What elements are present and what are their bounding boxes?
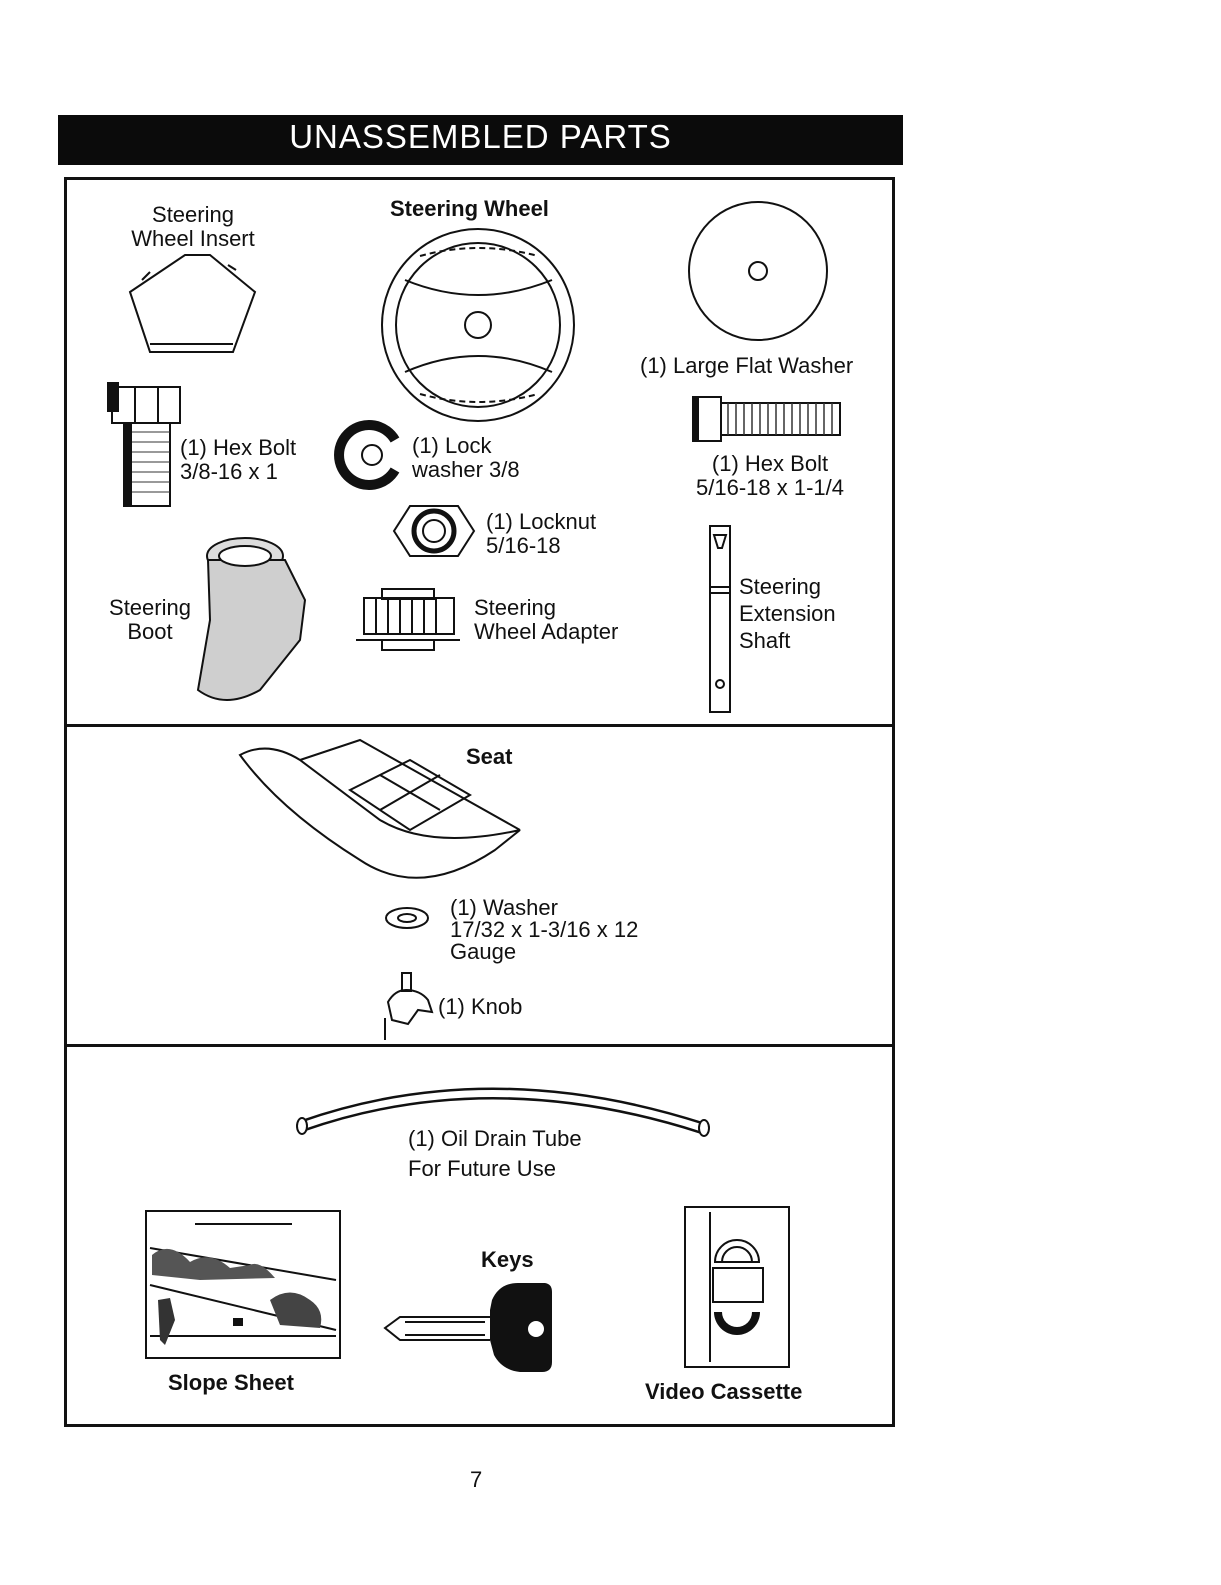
washer-icon [385,907,429,929]
slope-sheet-icon [145,1210,341,1359]
oil-drain-tube-label: (1) Oil Drain Tube For Future Use [408,1126,582,1181]
steering-wheel-insert-label: Steering Wheel Insert [131,202,255,251]
knob-label: (1) Knob [438,994,523,1019]
steering-boot-label: Steering Boot [109,595,191,644]
steering-wheel-label: Steering Wheel [390,196,549,221]
large-flat-washer-icon [688,201,828,341]
locknut-label: (1) Locknut 5/16-18 [486,509,597,558]
steering-wheel-icon [381,228,575,422]
parts-panel-accessories [64,1044,895,1427]
large-flat-washer-label: (1) Large Flat Washer [640,353,854,378]
steering-wheel-adapter-label: Steering Wheel Adapter [474,595,619,644]
lock-washer-icon [334,420,400,490]
knob-icon [384,972,434,1040]
steering-wheel-adapter-icon [356,588,460,651]
hex-bolt-left-label: (1) Hex Bolt 3/8-16 x 1 [180,435,297,484]
video-cassette-icon [684,1206,790,1368]
steering-extension-shaft-label: Steering Extension Shaft [739,574,836,653]
page-title: UNASSEMBLED PARTS [289,118,672,155]
washer-label: (1) Washer 17/32 x 1-3/16 x 12 Gauge [450,895,639,964]
video-cassette-label: Video Cassette [645,1379,803,1404]
hex-bolt-right-icon [692,396,841,442]
seat-label: Seat [466,744,513,769]
steering-extension-shaft-icon [709,525,731,713]
locknut-icon [392,505,476,557]
lock-washer-label: (1) Lock washer 3/8 [412,433,520,482]
hex-bolt-right-label: (1) Hex Bolt 5/16-18 x 1-1/4 [696,451,844,500]
steering-boot-icon [196,537,307,701]
page-number: 7 [470,1467,483,1492]
seat-icon [238,738,521,879]
slope-sheet-label: Slope Sheet [168,1370,294,1395]
key-icon [383,1282,552,1372]
hex-bolt-left-icon [107,382,181,507]
keys-label: Keys [481,1247,534,1272]
steering-wheel-insert-icon [128,254,257,353]
oil-drain-tube-icon [296,1087,710,1137]
section-banner: UNASSEMBLED PARTS [58,115,903,165]
